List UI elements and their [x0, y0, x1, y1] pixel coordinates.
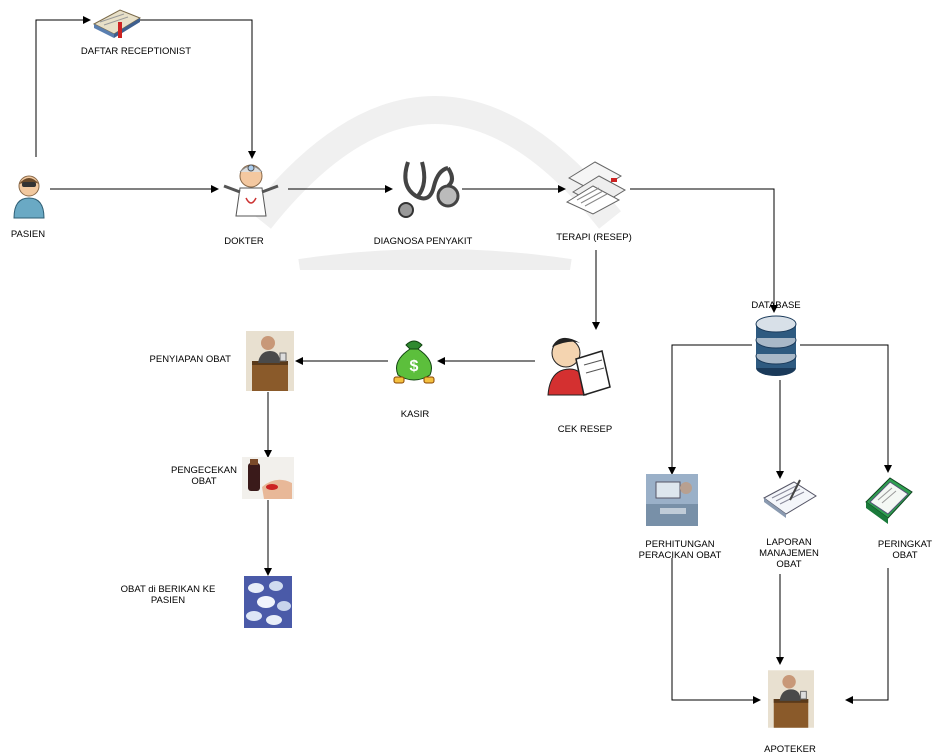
edge-pasien-receptionist	[35, 16, 91, 157]
label-laporan-line3: OBAT	[776, 559, 802, 570]
watermark	[200, 40, 670, 281]
label-perhitungan-line1: PERHITUNGAN	[645, 539, 715, 550]
label-laporan: LAPORAN MANAJEMEN OBAT	[759, 537, 819, 570]
label-cek-resep: CEK RESEP	[557, 424, 613, 435]
edge-db-perhitungan	[668, 344, 752, 475]
label-perhitungan-line2: PERACIKAN OBAT	[638, 550, 722, 561]
label-pasien: PASIEN	[10, 229, 46, 240]
label-pengecekan-line2: OBAT	[191, 476, 217, 487]
label-kasir: KASIR	[400, 409, 430, 420]
pills-photo-icon	[244, 576, 292, 628]
prescription-papers-icon	[565, 161, 627, 215]
label-perhitungan: PERHITUNGAN PERACIKAN OBAT	[639, 539, 722, 561]
label-terapi: TERAPI (RESEP)	[556, 232, 632, 243]
label-database: DATABASE	[751, 300, 801, 311]
label-diberikan-line2: PASIEN	[150, 595, 186, 606]
label-apoteker: APOTEKER	[764, 744, 816, 755]
register-book-icon	[92, 9, 142, 38]
notepad-icon	[763, 479, 817, 518]
label-penyiapan: PENYIAPAN OBAT	[149, 354, 231, 365]
edge-db-peringkat	[800, 344, 892, 473]
label-peringkat: PERINGKAT OBAT	[878, 539, 932, 561]
label-diberikan-line1: OBAT di BERIKAN KE	[120, 584, 216, 595]
label-diagnosa: DIAGNOSA PENYAKIT	[373, 236, 473, 247]
doctor-icon	[223, 164, 279, 217]
label-receptionist: DAFTAR RECEPTIONIST	[80, 46, 192, 57]
stethoscope-icon	[398, 161, 460, 218]
edge-terapi-database	[630, 188, 778, 313]
computer-work-photo-icon	[646, 474, 698, 526]
university-seal-watermark	[249, 96, 621, 281]
label-pengecekan-line1: PENGECEKAN	[171, 465, 237, 476]
label-peringkat-line1: PERINGKAT	[877, 539, 933, 550]
reading-man-icon	[547, 337, 611, 396]
money-bag-icon: $	[393, 340, 435, 384]
label-peringkat-line2: OBAT	[892, 550, 918, 561]
edge-perhitungan-apoteker	[671, 558, 761, 704]
edge-receptionist-dokter	[140, 19, 256, 159]
apoteker-photo-icon	[768, 670, 814, 728]
label-dokter: DOKTER	[224, 236, 264, 247]
svg-text:$: $	[410, 358, 419, 375]
database-icon	[755, 315, 797, 376]
label-pengecekan: PENGECEKAN OBAT	[171, 465, 237, 487]
patient-icon	[13, 175, 45, 219]
pharmacist-photo-icon	[246, 331, 294, 391]
label-laporan-line1: LAPORAN	[766, 537, 812, 548]
label-diberikan: OBAT di BERIKAN KE PASIEN	[121, 584, 216, 606]
green-book-icon	[865, 477, 913, 524]
label-laporan-line2: MANAJEMEN	[759, 548, 819, 559]
medicine-check-photo-icon	[242, 457, 294, 499]
edge-peringkat-apoteker	[845, 568, 889, 704]
